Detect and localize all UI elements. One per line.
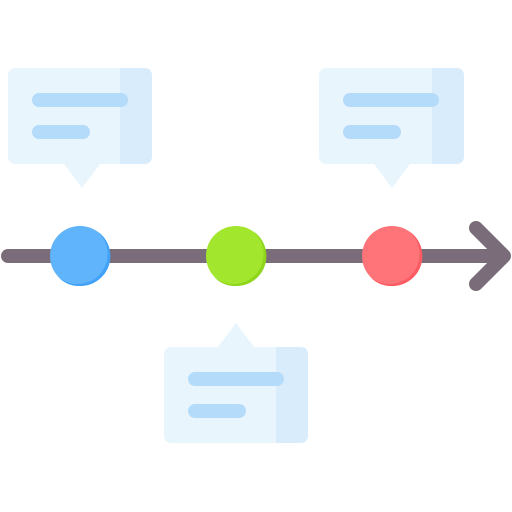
callout-text-line [188, 404, 246, 418]
callout-text-line [32, 125, 90, 139]
callout-event-1 [8, 68, 152, 188]
callout-event-2 [164, 323, 308, 443]
marker-event-2 [206, 226, 267, 287]
callout-text-line [343, 125, 401, 139]
marker-event-1 [50, 226, 111, 287]
callout-event-3 [319, 68, 464, 188]
callout-text-line [343, 93, 439, 107]
callout-text-line [32, 93, 128, 107]
arrow-head-icon [469, 221, 511, 291]
marker-event-3 [362, 226, 423, 287]
callout-text-line [188, 372, 284, 386]
